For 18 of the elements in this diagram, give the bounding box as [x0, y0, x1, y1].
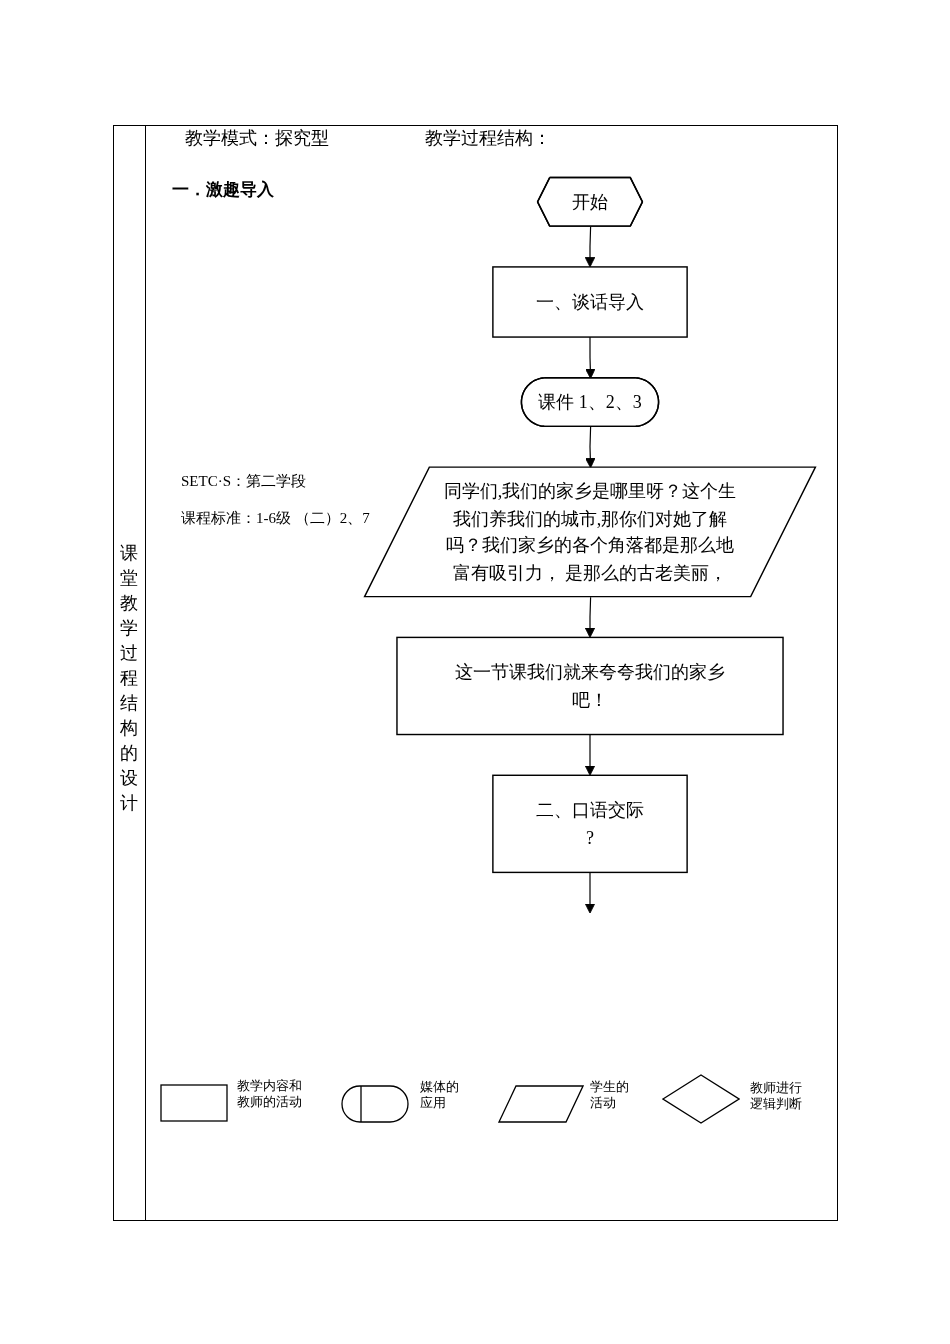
arrow: [584, 733, 596, 776]
legend-text: 教师进行逻辑判断: [750, 1080, 802, 1112]
header-text: 教学过程结构：: [425, 128, 551, 150]
node-box: 一、谈话导入: [492, 266, 688, 338]
header-text: 教学模式：探究型: [185, 128, 329, 150]
arrow: [584, 226, 596, 268]
node-box: 这一节课我们就来夸夸我们的家乡吧！: [396, 636, 784, 736]
arrow: [585, 336, 596, 379]
arrow: [584, 871, 596, 914]
node-box: 二、口语交际 ?: [492, 774, 688, 874]
legend-text: 学生的活动: [590, 1079, 629, 1111]
vertical-title: 课堂教学过程结构的设计: [120, 542, 138, 815]
arrow: [584, 596, 596, 638]
legend-text: 教学内容和教师的活动: [237, 1078, 302, 1110]
note-text: 课程标准：1-6级 （二）2、7: [181, 509, 370, 527]
note-text: SETC·S：第二学段: [181, 472, 306, 490]
legend-text: 媒体的应用: [420, 1079, 459, 1111]
section-heading: 一．激趣导入: [172, 179, 274, 200]
